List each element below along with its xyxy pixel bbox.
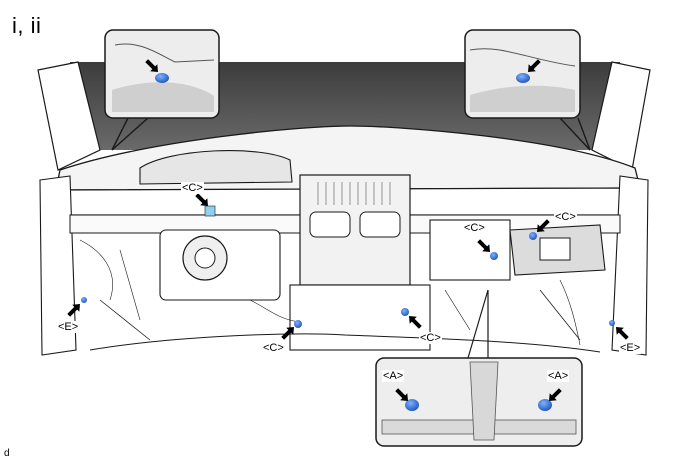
windshield-frame	[37, 61, 101, 171]
arrow-c-center	[477, 239, 490, 252]
arrow-a-right	[549, 388, 562, 401]
label-e-left: <E>	[57, 321, 80, 333]
clip-c-right	[529, 232, 537, 240]
diagram-title: i, ii	[12, 13, 42, 38]
floor-outline	[89, 333, 601, 353]
label-c-lower-left: <C>	[262, 342, 285, 354]
figure-code: d	[4, 448, 10, 459]
label-a-left: <A>	[382, 370, 405, 382]
label-c-center: <C>	[463, 222, 486, 234]
clip-c-center	[490, 252, 498, 260]
clip-e-right	[609, 320, 615, 326]
arrow-inset-tr	[528, 59, 541, 72]
label-a-right: <A>	[547, 370, 570, 382]
clip-c-lower-center	[401, 308, 409, 316]
arrow-e-left	[67, 304, 80, 317]
meter-hood	[139, 150, 293, 185]
arrow-e-right	[616, 327, 629, 340]
console-lower	[289, 284, 431, 351]
inset-bottom-right	[375, 289, 583, 447]
windshield-frame-right	[591, 61, 651, 171]
arrow-c-lower-center	[409, 316, 422, 329]
clip-c-upper-left	[204, 205, 216, 217]
left-side-structure	[39, 175, 77, 356]
arrow-c-upper-left	[195, 193, 208, 206]
arrow-inset-tl	[145, 59, 158, 72]
clip-e-left	[81, 297, 87, 303]
inset-top-right	[464, 29, 591, 151]
arrow-c-right	[537, 219, 550, 232]
pointer-arrows	[67, 59, 629, 401]
label-e-right: <E>	[619, 342, 642, 354]
arrow-a-left	[395, 388, 408, 401]
inset-top-left	[104, 29, 220, 151]
right-side-structure	[611, 175, 649, 356]
arrow-c-lower-left	[281, 327, 294, 340]
label-c-right: <C>	[554, 211, 577, 223]
label-c-upper-left: <C>	[181, 182, 204, 194]
clip-c-lower-left	[294, 320, 302, 328]
label-c-lower-center: <C>	[419, 332, 442, 344]
